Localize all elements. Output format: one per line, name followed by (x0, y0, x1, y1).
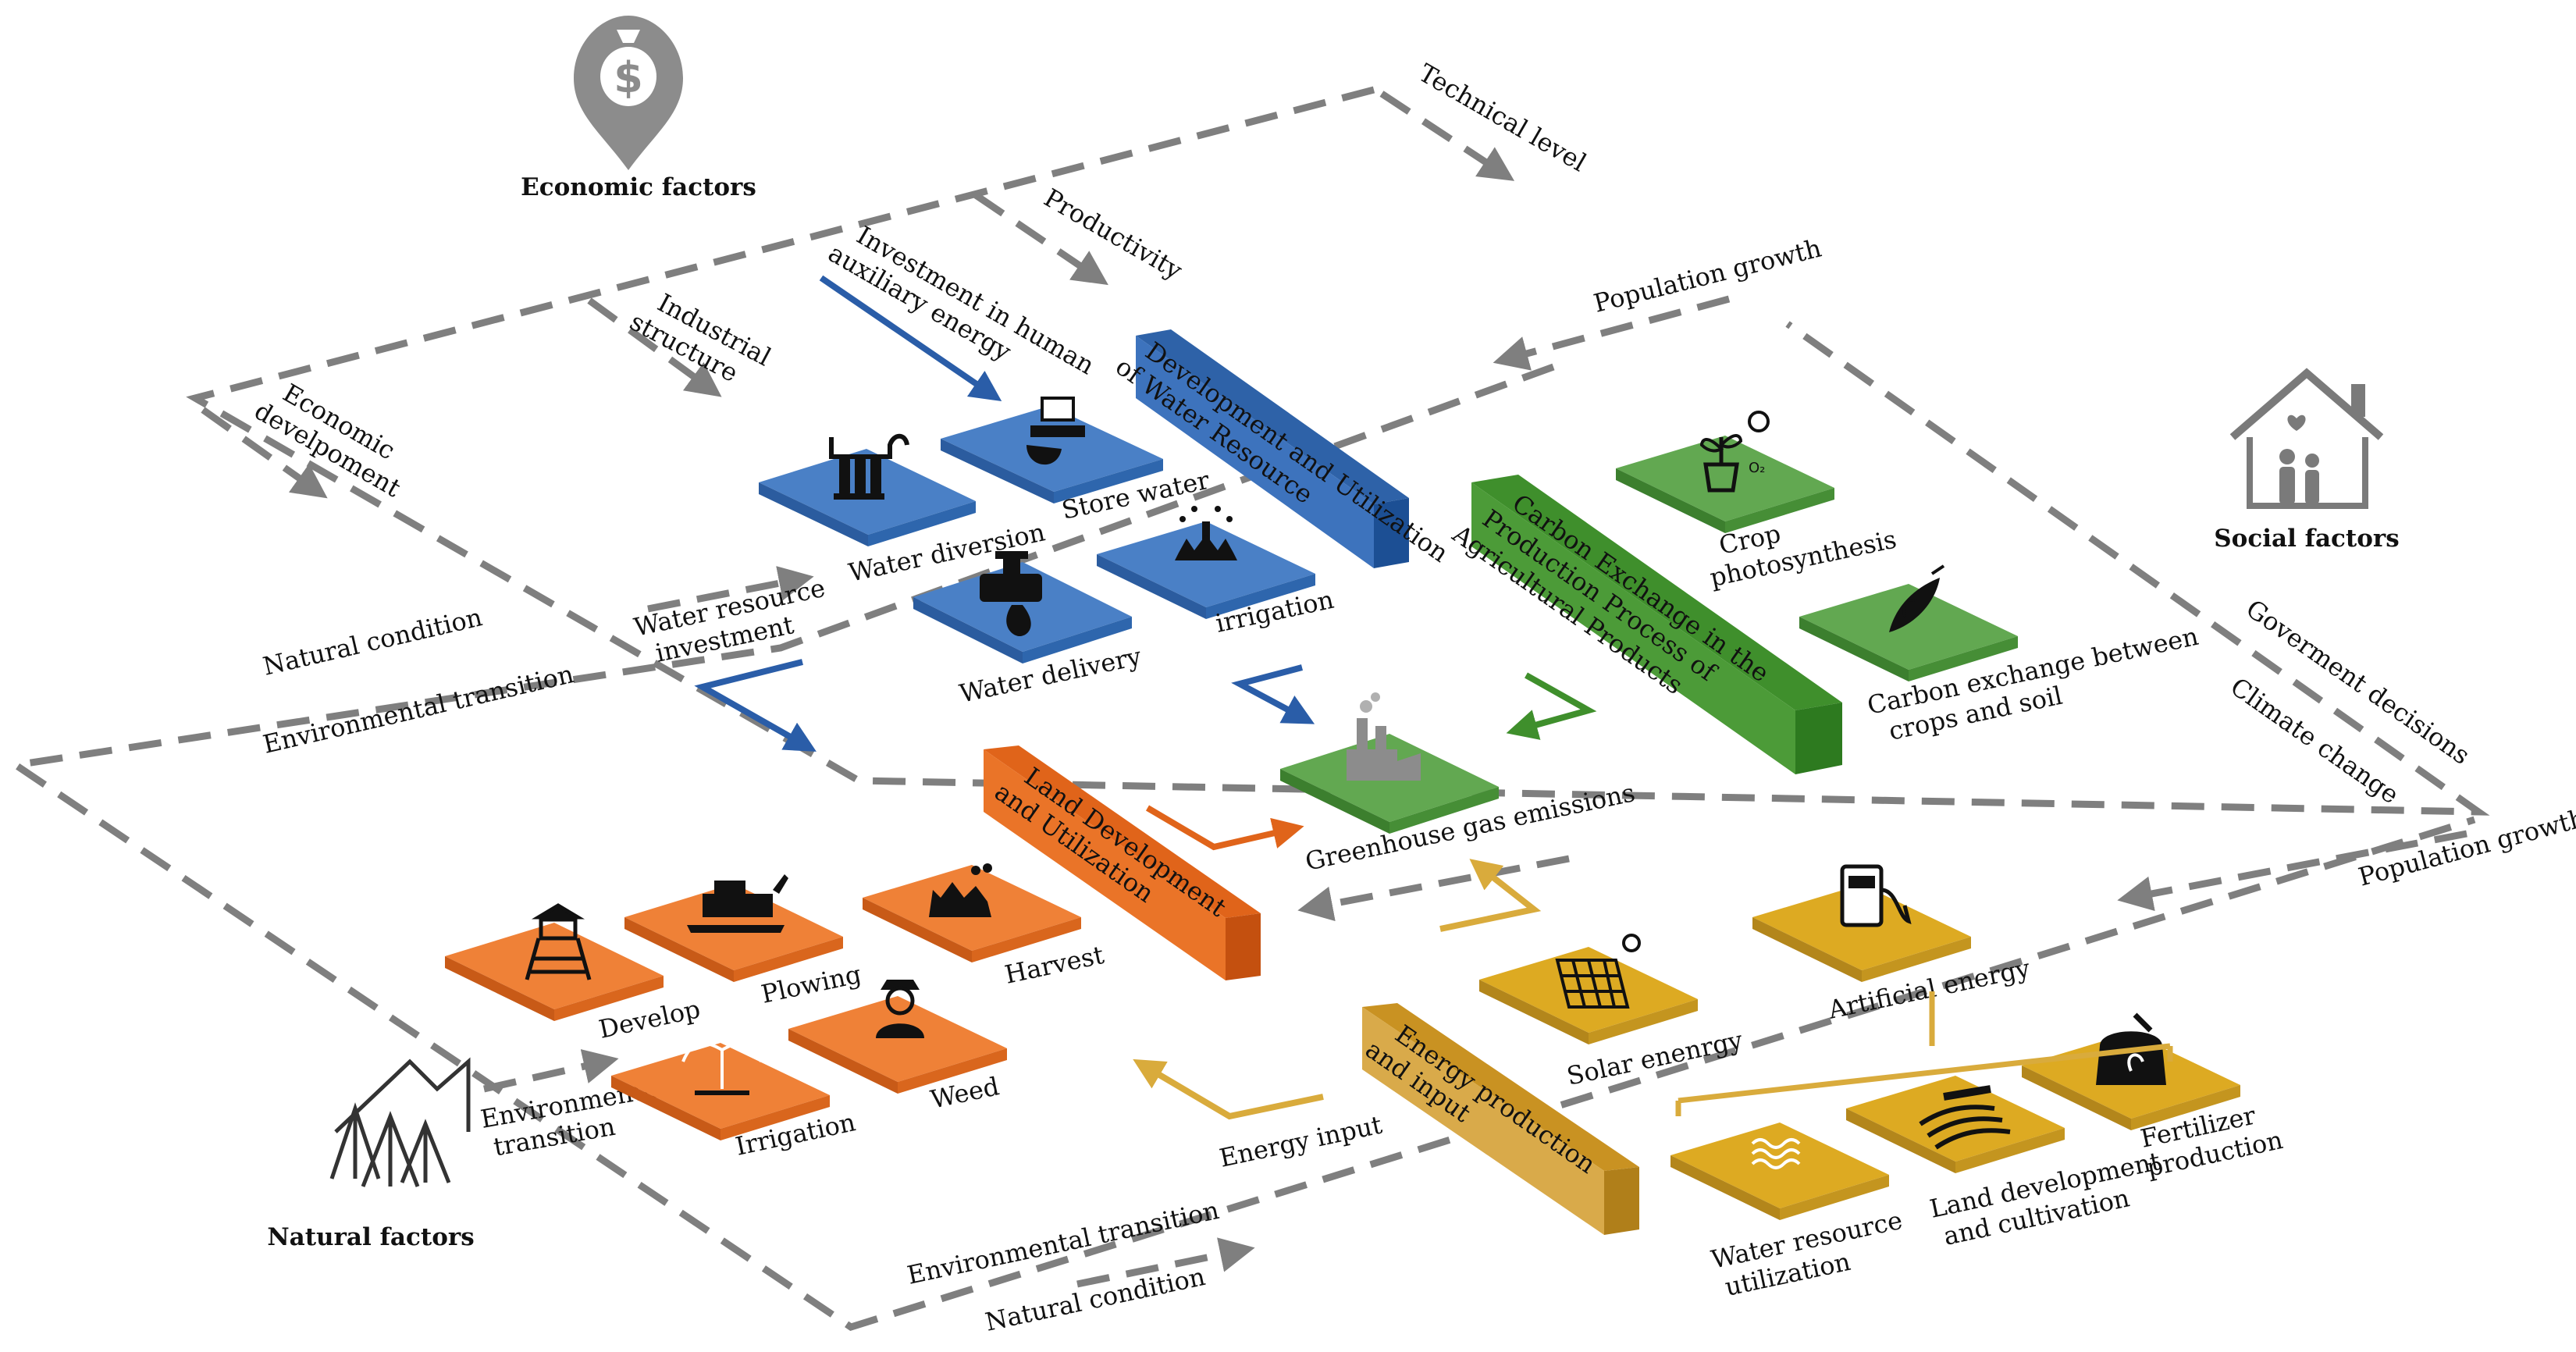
water-investment-arrow (694, 659, 817, 752)
solar-panel-icon (1555, 934, 1641, 1009)
watchtower-icon (525, 903, 592, 980)
water-diversion-icon (829, 433, 909, 500)
plowing-tile: Plowing (624, 874, 864, 1009)
ghg-tile: Greenhouse gas emissions (1280, 692, 1638, 877)
economic-development-label: Economic develpoment (250, 370, 421, 503)
sprinkler-icon (1175, 506, 1237, 560)
water-delivery-tile: Water delivery (913, 551, 1144, 709)
driver-arrows (201, 91, 2467, 1288)
irrigation-water-tile: irrigation (1097, 506, 1336, 639)
technical-level-label: Technical level (1414, 58, 1592, 177)
weed-tile: Weed (788, 980, 1007, 1115)
crop-photosynthesis-tile: O₂ Crop photosynthesis (1616, 411, 1899, 592)
irrigation-land-tile: Irrigation (611, 1041, 858, 1162)
harvest-field-icon (929, 863, 992, 917)
carbon-soil-tile: Carbon exchange between crops and soil (1799, 564, 2201, 746)
government-decisions-label: Goverment decisions (2240, 593, 2475, 770)
water-group: Development and Utilization of Water Res… (632, 220, 1454, 752)
natural-factors-label: Natural factors (267, 1223, 474, 1251)
solar-tile: Solar enenrgy (1479, 934, 1745, 1091)
svg-text:O₂: O₂ (1749, 460, 1765, 476)
water-delivery-icon (980, 551, 1042, 636)
environmental-transition-left-label: Environmental transition (260, 659, 576, 760)
cultivated-field-icon (1919, 1085, 2011, 1150)
tractor-icon (687, 874, 788, 933)
develop-tile: Develop (445, 903, 703, 1044)
water-to-ghg-arrow (1231, 664, 1315, 724)
fuel-pump-icon (1840, 864, 1912, 927)
carbon-group: Carbon Exchange in the Production Proces… (1446, 411, 2201, 774)
leaf-icon (1889, 564, 1945, 632)
artificial-energy-tile: Artificial energy (1752, 864, 2033, 1025)
natural-condition-left-label: Natural condition (260, 602, 485, 681)
water-utilization-tile: Water resource utilization (1670, 1123, 1919, 1304)
family-house-icon (2229, 368, 2384, 509)
carbon-exchange-bar: Carbon Exchange in the Production Proces… (1446, 475, 1842, 774)
economic-factors-label: Economic factors (521, 173, 756, 201)
industrial-structure-label: Industrial structure (625, 280, 783, 402)
farmer-icon (876, 980, 924, 1038)
energy-input-arrow (1133, 1058, 1324, 1120)
store-water-icon (1026, 397, 1085, 465)
energy-input-label: Energy input (1217, 1110, 1385, 1173)
fertilizer-bag-icon (2096, 1012, 2166, 1085)
water-waves-icon (1751, 1138, 1801, 1169)
boundary-dashes (5, 86, 2490, 1331)
water-utilization-label: Water resource utilization (1709, 1204, 1919, 1304)
productivity-label: Productivity (1039, 183, 1187, 286)
factory-icon (1347, 692, 1421, 781)
social-factors-label: Social factors (2214, 525, 2399, 553)
investment-arrow (819, 275, 1002, 402)
plant-sun-icon: O₂ (1699, 411, 1770, 493)
mountain-trees-icon (329, 1057, 471, 1187)
svg-text:$: $ (614, 53, 643, 102)
artificial-energy-bracket (1675, 991, 2173, 1116)
sprinkler-field-icon (681, 1041, 763, 1095)
fertilizer-tile: Fertilizer production (2022, 1012, 2286, 1183)
store-water-tile: Store water (941, 397, 1212, 525)
harvest-tile: Harvest (863, 863, 1107, 990)
money-bag-icon: $ (574, 16, 683, 170)
land-to-ghg-arrow (1145, 805, 1304, 851)
carbon-to-ghg-arrow (1506, 672, 1597, 740)
energy-to-ghg-arrow (1439, 859, 1542, 932)
